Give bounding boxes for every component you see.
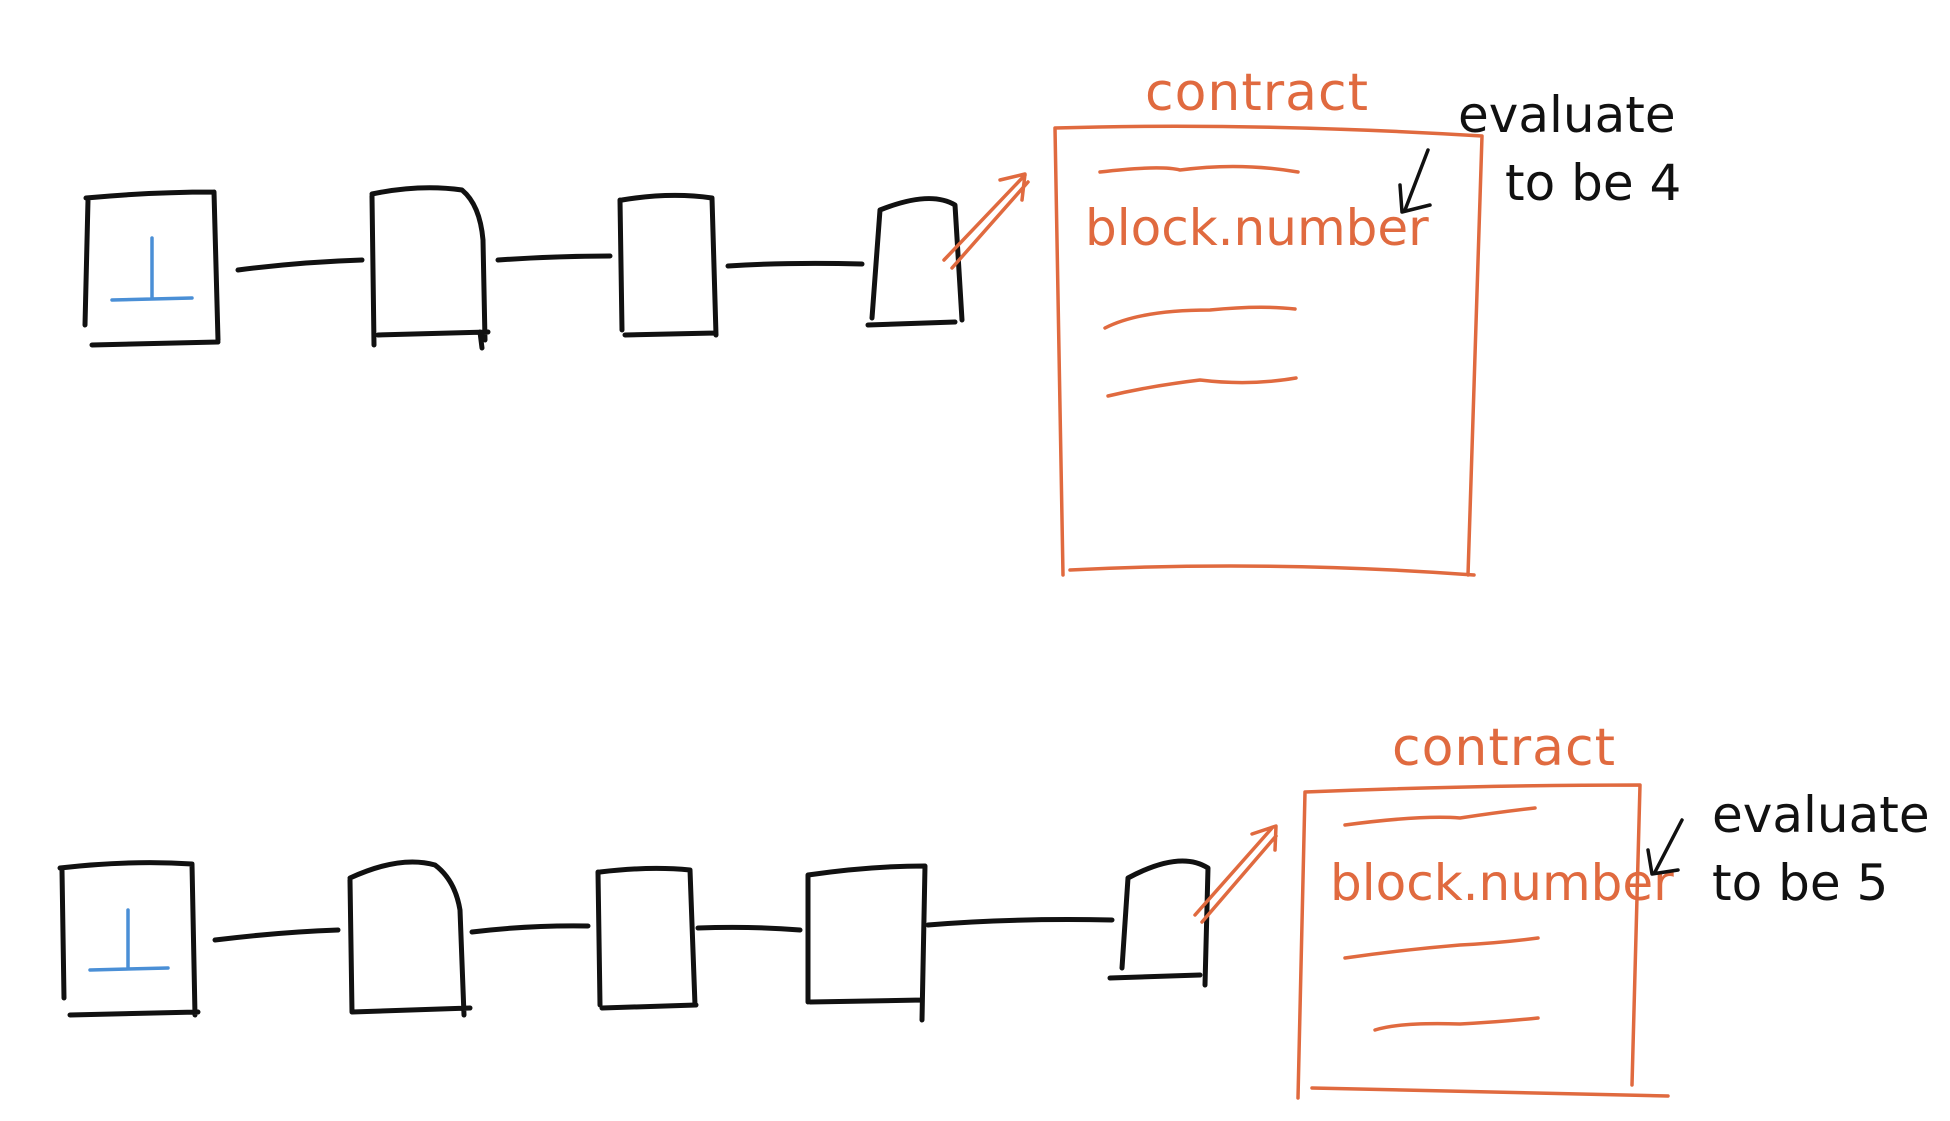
block	[347, 859, 473, 1018]
genesis-block	[57, 860, 201, 1018]
code-line	[1373, 1016, 1540, 1032]
contract-label: contract	[1392, 718, 1616, 778]
chain-link	[469, 923, 591, 935]
chain-1	[82, 185, 965, 351]
scenario-1: contract block.number evaluate to be 4	[82, 63, 1681, 577]
chain-2	[57, 858, 1211, 1023]
code-line	[1106, 376, 1298, 398]
chain-link	[695, 924, 803, 933]
code-line-top	[1343, 806, 1537, 827]
annotation-line-2: to be 4	[1505, 154, 1681, 212]
code-line-top	[1098, 164, 1300, 174]
code-text: block.number	[1085, 199, 1429, 257]
code-line	[1343, 936, 1540, 960]
contract-box: contract block.number	[1053, 63, 1484, 577]
code-text: block.number	[1330, 854, 1674, 912]
block	[617, 192, 719, 338]
arrow-to-contract	[942, 172, 1030, 270]
chain-link	[725, 260, 865, 269]
latest-block	[1107, 858, 1211, 988]
annotation: evaluate to be 4	[1398, 86, 1681, 214]
code-line	[1103, 305, 1297, 330]
annotation-line-1: evaluate	[1458, 86, 1676, 144]
block	[805, 863, 928, 1023]
annotation: evaluate to be 5	[1646, 786, 1930, 912]
chain-link	[235, 257, 365, 273]
genesis-symbol	[88, 908, 170, 972]
pointer-arrow-icon	[1398, 148, 1432, 214]
pointer-arrow-icon	[1646, 818, 1684, 876]
latest-block	[865, 196, 965, 328]
genesis-block	[82, 189, 221, 348]
annotation-line-2: to be 5	[1712, 854, 1888, 912]
arrow-to-contract	[1193, 824, 1278, 924]
chain-link	[925, 917, 1115, 928]
annotation-line-1: evaluate	[1712, 786, 1930, 844]
genesis-symbol	[110, 236, 194, 302]
block	[369, 185, 491, 351]
chain-link	[212, 927, 341, 943]
contract-label: contract	[1145, 63, 1369, 123]
block	[595, 865, 699, 1011]
chain-link	[495, 253, 613, 263]
scenario-2: contract block.number evaluate to be 5	[57, 718, 1930, 1100]
contract-box: contract block.number	[1296, 718, 1674, 1100]
